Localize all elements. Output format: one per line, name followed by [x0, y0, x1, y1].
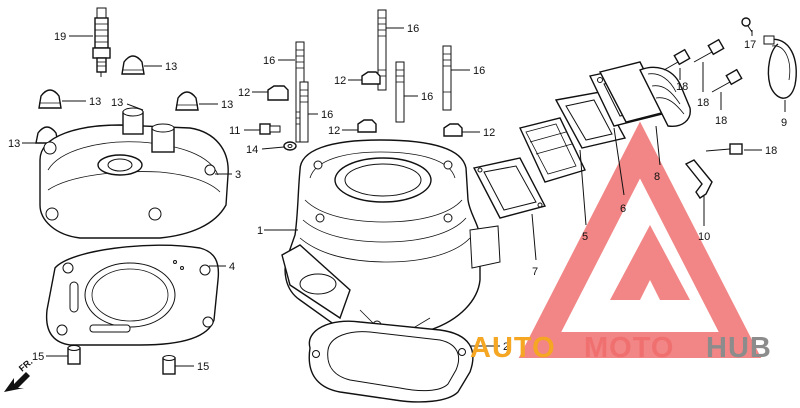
nut-top: [361, 71, 381, 85]
bolt-18-c: [711, 68, 743, 93]
washer-14: [283, 141, 297, 151]
callout-11: 11: [229, 125, 240, 137]
callout-15-b: 15: [197, 361, 209, 373]
watermark-word-moto: MOTO: [584, 332, 674, 364]
callout-13-e: 13: [8, 138, 20, 150]
watermark-triangle: [518, 121, 762, 358]
callout-16-e: 16: [473, 65, 485, 77]
callout-18-b: 18: [697, 97, 709, 109]
watermark-word-hub: HUB: [706, 332, 772, 364]
callout-8: 8: [654, 171, 660, 183]
nut-center: [357, 119, 377, 133]
callout-18-d: 18: [765, 145, 777, 157]
callout-16-c: 16: [407, 23, 419, 35]
callout-5: 5: [582, 231, 588, 243]
reed-valve: [519, 117, 586, 183]
dowel-pin-left: [67, 345, 81, 365]
callout-13-d: 13: [111, 97, 123, 109]
callout-6: 6: [620, 203, 626, 215]
callout-18-a: 18: [676, 81, 688, 93]
hose-clamp: [763, 35, 797, 99]
callout-2: 2: [503, 341, 509, 353]
callout-13-b: 13: [89, 96, 101, 108]
front-direction-arrow: [4, 372, 30, 392]
callout-19: 19: [54, 31, 66, 43]
callout-17: 17: [744, 39, 756, 51]
bolt-18-a: [663, 48, 691, 71]
screw-17: [741, 17, 753, 33]
callout-15-a: 15: [32, 351, 44, 363]
callout-13-c: 13: [221, 99, 233, 111]
callout-12-d: 12: [483, 127, 495, 139]
stud-center-left: [299, 81, 309, 143]
callout-9: 9: [781, 117, 787, 129]
watermark-wordmark: AUTO MOTO HUB: [470, 332, 772, 364]
cap-nut-center: [175, 91, 199, 111]
callout-16-a: 16: [263, 55, 275, 67]
intake-boot: [598, 61, 691, 127]
nut-right: [443, 123, 463, 137]
callout-18-c: 18: [715, 115, 727, 127]
base-gasket: [308, 320, 474, 403]
cylinder: [281, 139, 501, 341]
callout-14: 14: [246, 144, 258, 156]
callout-16-d: 16: [421, 91, 433, 103]
watermark-inner-mark: [610, 225, 690, 300]
bolt-18-d: [705, 143, 743, 155]
callout-1: 1: [257, 225, 263, 237]
stud-center: [395, 61, 405, 123]
watermark-word-auto: AUTO: [470, 332, 556, 364]
stud-top-center: [377, 9, 387, 91]
callout-10: 10: [698, 231, 710, 243]
flange-bolt-11: [259, 123, 281, 135]
callout-7: 7: [532, 266, 538, 278]
dowel-pin-right: [162, 355, 176, 375]
callout-12-c: 12: [328, 125, 340, 137]
callout-3: 3: [235, 169, 241, 181]
cap-nut-upper: [121, 55, 145, 75]
callout-13-a: 13: [165, 61, 177, 73]
intake-gasket-5: [554, 91, 627, 149]
spark-plug: [92, 7, 111, 77]
stud-right: [442, 45, 452, 111]
callout-12-b: 12: [238, 87, 250, 99]
bracket-10: [684, 159, 713, 199]
head-gasket: [45, 244, 220, 346]
reed-gasket: [472, 157, 547, 219]
callout-4: 4: [229, 261, 235, 273]
callout-12-a: 12: [334, 75, 346, 87]
watermark-logo: [518, 121, 762, 358]
cap-nut-left: [38, 89, 62, 109]
bolt-18-b: [693, 38, 725, 63]
cylinder-head: [39, 107, 229, 239]
nut-left: [267, 85, 289, 101]
callout-16-b: 16: [321, 109, 333, 121]
